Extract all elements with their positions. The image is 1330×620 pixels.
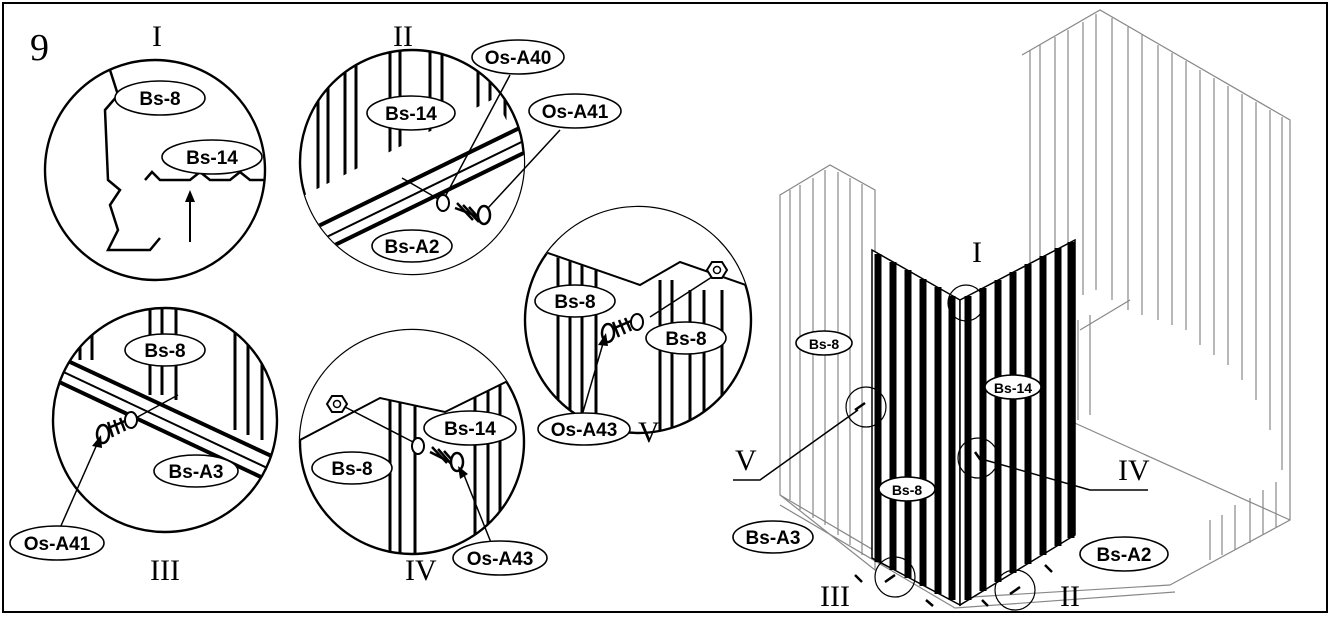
- main-label-front-panel: Bs-8: [892, 482, 923, 498]
- callout-circle-v: [845, 386, 887, 428]
- detail-i-roman: I: [152, 20, 162, 53]
- main-callout-i: I: [972, 236, 982, 269]
- main-callout-iv: IV: [1118, 454, 1150, 487]
- main-callout-iii: III: [820, 580, 850, 613]
- main-callout-ii: II: [1060, 580, 1080, 613]
- back-right-wall: [1021, 9, 1291, 586]
- detail-iv-label-bs8: Bs-8: [331, 459, 372, 480]
- main-assembly-view: Bs-8 Bs-14 Bs-8 Bs-A3 Bs-A2 I V IV III I…: [732, 9, 1291, 613]
- detail-iii-roman: III: [150, 554, 180, 587]
- detail-v-label-osa43: Os-A43: [551, 420, 618, 441]
- detail-v-label-bs8-right: Bs-8: [665, 329, 706, 350]
- callout-circle-iv: [957, 437, 999, 479]
- callout-circle-ii: [994, 569, 1036, 611]
- callout-circle-i: [947, 284, 985, 322]
- detail-ii-roman: II: [393, 20, 413, 53]
- callout-circle-iii: [874, 556, 916, 598]
- main-label-base-right: Bs-A2: [1097, 545, 1152, 566]
- main-label-base-left: Bs-A3: [746, 528, 801, 549]
- detail-ii-label-bsa2: Bs-A2: [385, 237, 440, 258]
- detail-ii-label-osa40: Os-A40: [485, 48, 552, 69]
- detail-iv-label-bs14: Bs-14: [444, 419, 496, 440]
- detail-ii-label-osa41: Os-A41: [542, 102, 609, 123]
- step-number: 9: [30, 27, 49, 69]
- main-label-left-wall: Bs-8: [809, 336, 840, 352]
- detail-ii-label-bs14: Bs-14: [385, 104, 437, 125]
- detail-circle-v: Bs-8 Bs-8 Os-A43 V: [523, 205, 753, 449]
- detail-circle-iii: Bs-8 Bs-A3 Os-A41 III: [9, 306, 279, 587]
- detail-v-label-bs8-left: Bs-8: [554, 292, 595, 313]
- detail-circle-iv: Bs-14 Bs-8 Os-A43 IV: [298, 328, 548, 587]
- main-label-right-wall: Bs-14: [994, 380, 1032, 396]
- detail-iv-label-osa43: Os-A43: [467, 549, 534, 570]
- detail-circle-i: I Bs-8 Bs-14: [43, 20, 267, 282]
- main-callout-v: V: [735, 444, 757, 477]
- detail-iii-label-osa41: Os-A41: [24, 534, 91, 555]
- detail-iii-label-bsa3: Bs-A3: [169, 462, 224, 483]
- detail-i-label-bs8: Bs-8: [139, 89, 180, 110]
- detail-v-roman: V: [638, 416, 660, 449]
- detail-iii-label-bs8: Bs-8: [144, 341, 185, 362]
- left-wall-panels: [779, 164, 876, 572]
- detail-i-label-bs14: Bs-14: [186, 148, 238, 169]
- front-corner-panels: [871, 238, 1076, 607]
- detail-iv-roman: IV: [405, 554, 437, 587]
